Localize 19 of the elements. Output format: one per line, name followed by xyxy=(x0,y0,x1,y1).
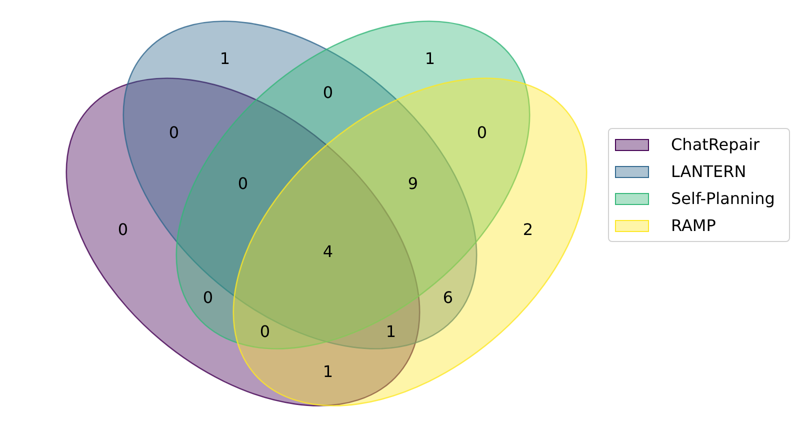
region-count: 9 xyxy=(408,176,418,192)
region-count: 0 xyxy=(476,125,488,141)
region-count: 1 xyxy=(322,364,334,380)
region-count: 2 xyxy=(522,222,534,238)
region-count: 0 xyxy=(238,176,248,192)
region-count: 1 xyxy=(386,324,396,340)
region-count: 0 xyxy=(260,324,270,340)
region-count: 1 xyxy=(220,51,230,67)
legend-label: RAMP xyxy=(671,216,716,236)
region-count: 0 xyxy=(118,222,128,238)
region-count: 6 xyxy=(442,290,454,306)
region-count: 4 xyxy=(322,244,334,260)
legend-label: ChatRepair xyxy=(671,135,760,155)
legend-label: LANTERN xyxy=(671,162,746,182)
region-count: 0 xyxy=(202,290,214,306)
legend-label: Self-Planning xyxy=(671,189,775,209)
region-count: 1 xyxy=(424,51,436,67)
region-count: 0 xyxy=(168,125,180,141)
region-count: 0 xyxy=(322,85,334,101)
